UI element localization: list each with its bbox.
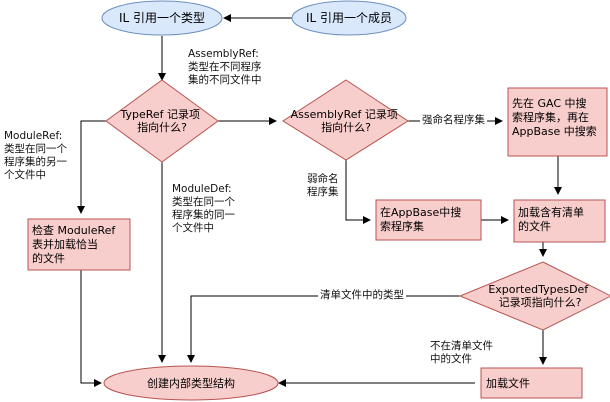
edge-exportedtypes-to-create <box>187 295 460 363</box>
load-manifest-label: 加载含有清单 的文件 <box>518 205 588 233</box>
load-file-label: 加载文件 <box>486 376 530 390</box>
appbase-search-box <box>375 199 482 241</box>
not-in-manifest-edge-label: 不在清单文件 中的文件 <box>430 340 493 366</box>
moduleref-edge-label-line2: 类型在同一个 <box>4 143 67 155</box>
check-moduleref-box <box>27 218 131 271</box>
moduleref-edge-label-line3: 程序集的另一 <box>4 156 67 168</box>
manifest-type-edge-label: 清单文件中的类型 <box>318 289 406 302</box>
assemblyref-edge-label-line3: 集的不同文件中 <box>188 74 262 86</box>
create-type-label: 创建内部类型结构 <box>147 376 235 390</box>
gac-search-box <box>507 87 608 157</box>
check-moduleref-label: 检查 ModuleRef 表并加载恰当 的文件 <box>32 223 119 265</box>
moduledef-edge-label-line4: 个文件中 <box>172 222 214 234</box>
edge-typeref-to-moduleref <box>77 120 106 214</box>
load-manifest-box <box>513 199 606 243</box>
not-in-manifest-edge-label-line2: 中的文件 <box>430 353 472 365</box>
not-in-manifest-edge-label-line1: 不在清单文件 <box>430 340 493 352</box>
moduleref-edge-label-line1: ModuleRef: <box>4 130 63 142</box>
strong-name-edge-label: 强命名程序集 <box>420 114 487 127</box>
weak-name-edge-label-line2: 程序集 <box>307 186 339 198</box>
type-ref-ellipse <box>101 0 223 36</box>
moduledef-edge-label: ModuleDef: 类型在同一个 程序集的同一 个文件中 <box>172 183 235 235</box>
load-file-box <box>480 367 583 399</box>
moduledef-edge-label-line3: 程序集的同一 <box>172 209 235 221</box>
typeref-decision-label: TypeRef 记录项 指向什么? <box>119 108 203 134</box>
moduleref-edge-label-line4: 个文件中 <box>4 169 46 181</box>
appbase-search-label: 在AppBase中搜 索程序集 <box>380 205 465 233</box>
weak-name-edge-label: 弱命名 程序集 <box>307 173 339 199</box>
assemblyref-edge-label-line1: AssemblyRef: <box>188 48 259 60</box>
edge-moduleref-to-create <box>80 270 102 387</box>
edges <box>77 14 562 387</box>
create-type-ellipse <box>103 365 279 401</box>
assemblyref-edge-label: AssemblyRef: 类型在不同程序 集的不同文件中 <box>188 48 262 87</box>
exportedtypes-decision-diamond <box>458 261 610 331</box>
typeref-decision-diamond <box>105 79 219 163</box>
exportedtypes-decision-label: ExportedTypesDef 记录项指向什么? <box>488 283 591 309</box>
member-ref-label: IL 引用一个成员 <box>306 11 392 25</box>
member-ref-ellipse <box>291 0 407 36</box>
edge-assemblyref-to-appbase <box>345 160 371 224</box>
weak-name-edge-label-line1: 弱命名 <box>307 173 339 185</box>
assemblyref-edge-label-line2: 类型在不同程序 <box>188 61 262 73</box>
moduledef-edge-label-line2: 类型在同一个 <box>172 196 235 208</box>
moduledef-edge-label-line1: ModuleDef: <box>172 183 232 195</box>
assemblyref-decision-diamond <box>282 79 409 161</box>
gac-search-label: 先在 GAC 中搜 索程序集，再在 AppBase 中搜索 <box>512 96 597 138</box>
moduleref-edge-label: ModuleRef: 类型在同一个 程序集的另一 个文件中 <box>4 130 67 182</box>
type-ref-label: IL 引用一个类型 <box>119 11 205 25</box>
assemblyref-decision-label: AssemblyRef 记录项 指向什么? <box>291 108 402 134</box>
